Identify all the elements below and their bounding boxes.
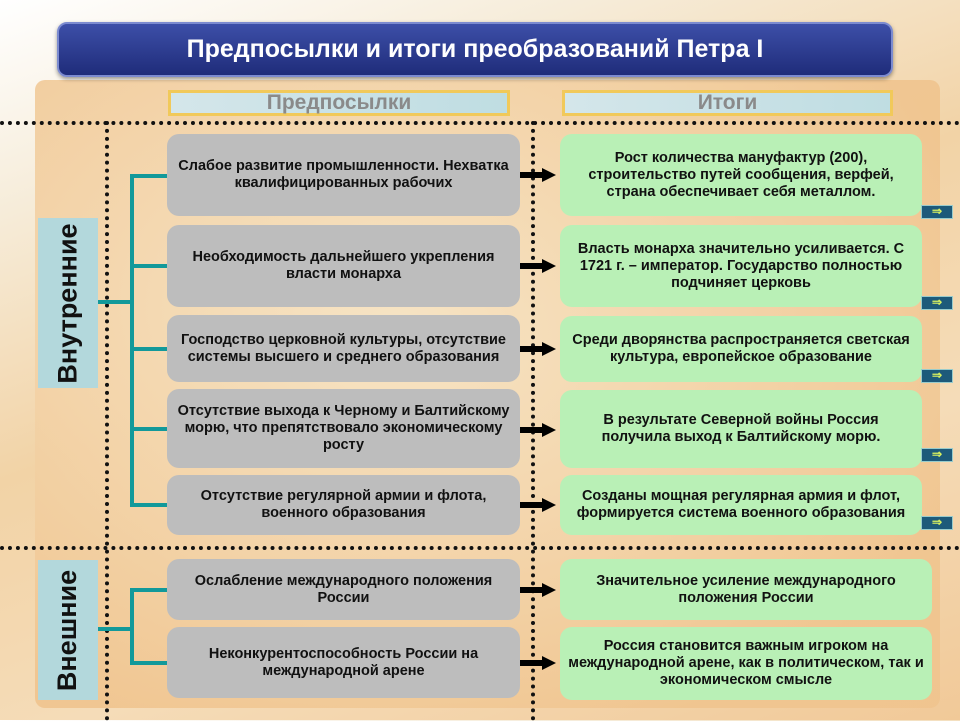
result-box: Значительное усиление международного пол… <box>560 559 932 620</box>
arrow-icon <box>520 656 558 670</box>
arrow-icon <box>520 342 558 356</box>
next-arrow-button[interactable]: ⇒ <box>921 516 953 530</box>
cause-box: Ослабление международного положения Росс… <box>167 559 520 620</box>
header-causes: Предпосылки <box>168 90 510 116</box>
connector <box>98 300 134 304</box>
cause-box: Необходимость дальнейшего укрепления вла… <box>167 225 520 307</box>
page-title: Предпосылки и итоги преобразований Петра… <box>57 22 893 77</box>
next-arrow-button[interactable]: ⇒ <box>921 296 953 310</box>
divider <box>0 121 960 125</box>
connector <box>130 174 167 178</box>
connector <box>130 661 167 665</box>
header-results: Итоги <box>562 90 893 116</box>
connector <box>130 588 167 592</box>
result-box: Среди дворянства распространяется светск… <box>560 316 922 382</box>
cause-box: Слабое развитие промышленности. Нехватка… <box>167 134 520 216</box>
connector <box>130 347 167 351</box>
arrow-icon <box>520 259 558 273</box>
result-box: Рост количества мануфактур (200), строит… <box>560 134 922 216</box>
group-internal: Внутренние <box>38 218 98 388</box>
connector <box>130 588 134 665</box>
arrow-icon <box>520 168 558 182</box>
connector <box>130 427 167 431</box>
divider <box>531 121 535 721</box>
next-arrow-button[interactable]: ⇒ <box>921 205 953 219</box>
connector <box>130 264 167 268</box>
next-arrow-button[interactable]: ⇒ <box>921 369 953 383</box>
result-box: Созданы мощная регулярная армия и флот, … <box>560 475 922 535</box>
cause-box: Отсутствие выхода к Черному и Балтийском… <box>167 389 520 468</box>
result-box: В результате Северной войны Россия получ… <box>560 390 922 468</box>
connector <box>130 503 167 507</box>
arrow-icon <box>520 423 558 437</box>
group-external: Внешние <box>38 560 98 700</box>
result-box: Россия становится важным игроком на межд… <box>560 627 932 700</box>
arrow-icon <box>520 583 558 597</box>
result-box: Власть монарха значительно усиливается. … <box>560 225 922 307</box>
cause-box: Отсутствие регулярной армии и флота, вое… <box>167 475 520 535</box>
divider <box>0 546 960 550</box>
cause-box: Неконкурентоспособность России на междун… <box>167 627 520 698</box>
connector <box>98 627 134 631</box>
connector <box>130 174 134 507</box>
next-arrow-button[interactable]: ⇒ <box>921 448 953 462</box>
arrow-icon <box>520 498 558 512</box>
cause-box: Господство церковной культуры, отсутстви… <box>167 315 520 382</box>
divider <box>105 121 109 721</box>
